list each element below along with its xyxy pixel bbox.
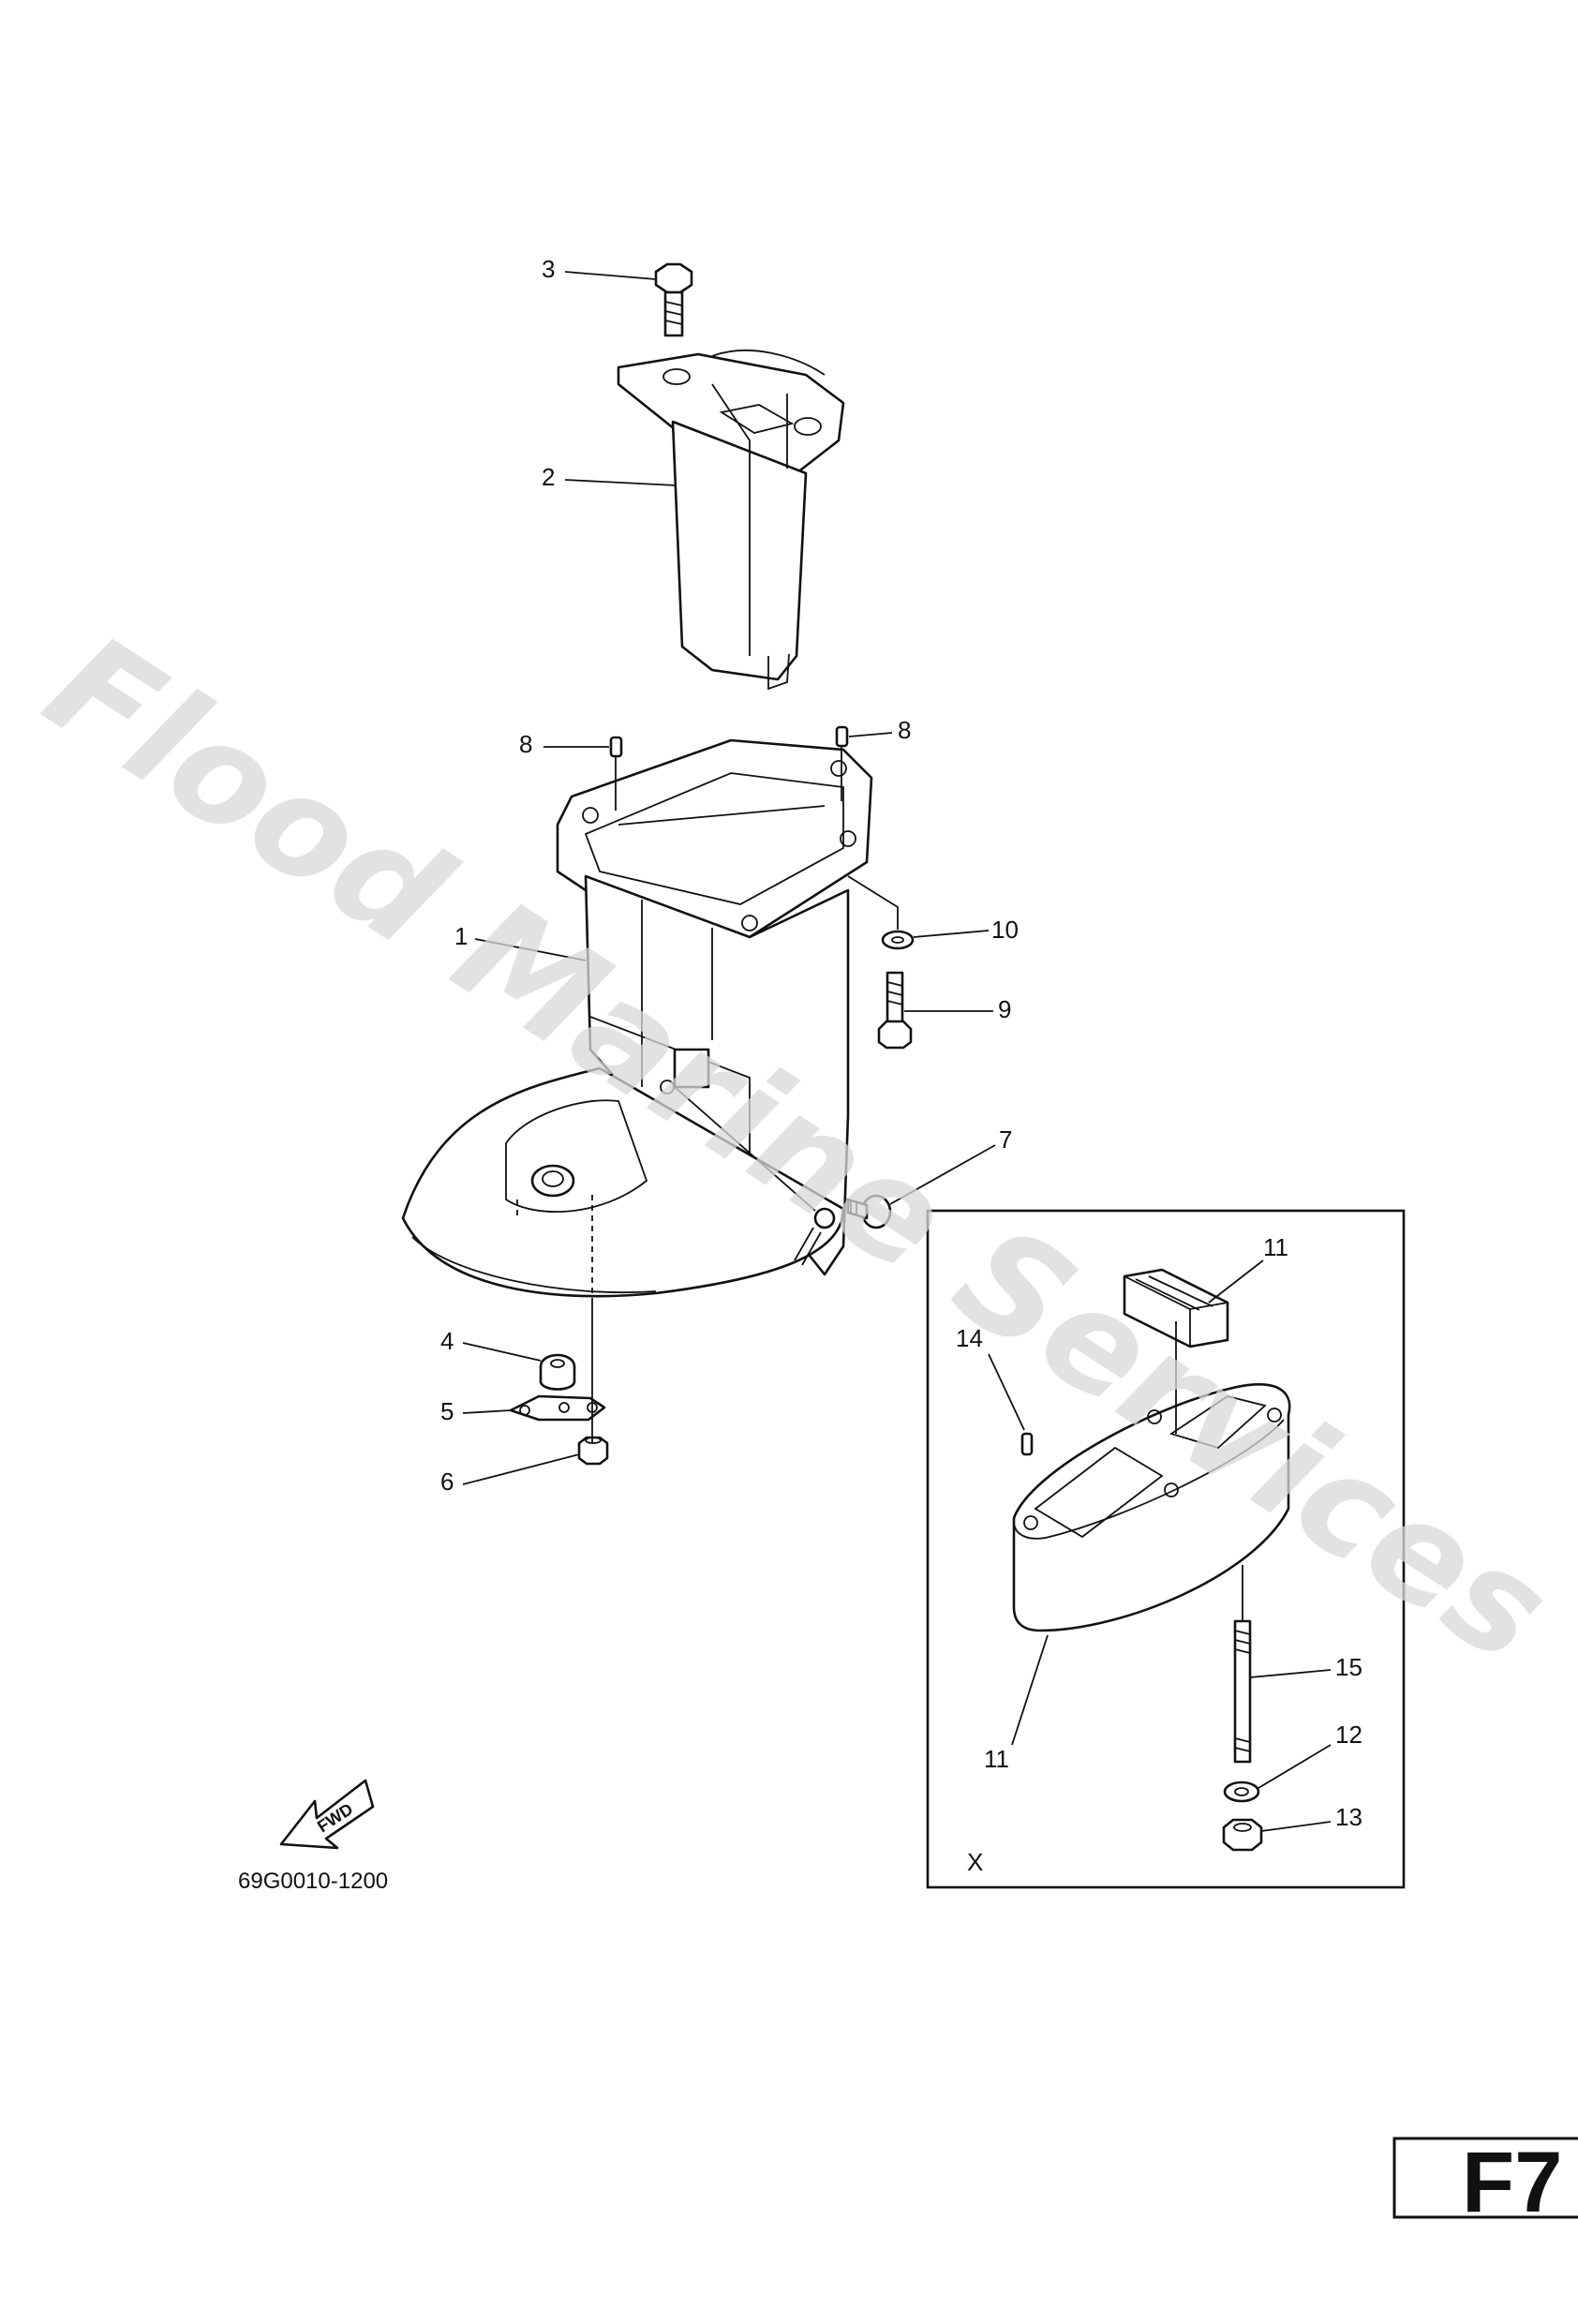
part-9-bolt [877,971,913,1050]
callouts: 3 2 8 8 1 10 9 7 4 5 6 11 14 15 12 [440,255,1362,1832]
part-15-pin [1020,1432,1034,1456]
callout-3: 3 [542,255,555,283]
part-5-plate [509,1394,606,1422]
callout-1: 1 [454,922,468,950]
part-8-dowel-pins [609,725,849,758]
callout-4: 4 [440,1327,454,1355]
ground-lead [794,1207,836,1266]
part-6-nut [577,1436,609,1466]
callout-8-right: 8 [898,716,911,744]
part-2-upper-casing [617,350,845,691]
part-10-washer [881,930,915,950]
part-12-pad [1123,1268,1229,1348]
callout-5: 5 [440,1397,454,1425]
callout-8-left: 8 [519,730,532,758]
callout-12: 11 [1263,1233,1288,1261]
callout-2: 2 [542,463,555,491]
inset-label: X [967,1848,983,1876]
callout-15: 14 [956,1324,983,1352]
callout-6: 6 [440,1467,454,1496]
fwd-arrow-icon: FWD [279,1779,375,1850]
callout-7: 7 [999,1125,1012,1154]
page-badge-text: F7 [1462,2135,1562,2230]
page-badge: F7 [1392,2135,1578,2230]
part-4-grommet [539,1353,576,1391]
part-3-bolt [654,262,693,337]
callout-10: 10 [991,916,1019,944]
part-11-spacer [1012,1383,1291,1632]
part-16-stud [1233,1619,1252,1764]
callout-13: 12 [1335,1721,1362,1749]
callout-11: 11 [984,1745,1009,1773]
part-14-nut [1222,1818,1263,1852]
inset-box: X [926,1209,1406,1889]
part-7-screw [846,1194,892,1229]
callout-16: 15 [1335,1653,1362,1681]
part-13-washer [1223,1780,1260,1803]
drawing-code: 69G0010-1200 [238,1869,388,1894]
part-1-upper-casing [401,738,873,1298]
callout-14: 13 [1335,1803,1362,1831]
callout-9: 9 [998,995,1011,1023]
